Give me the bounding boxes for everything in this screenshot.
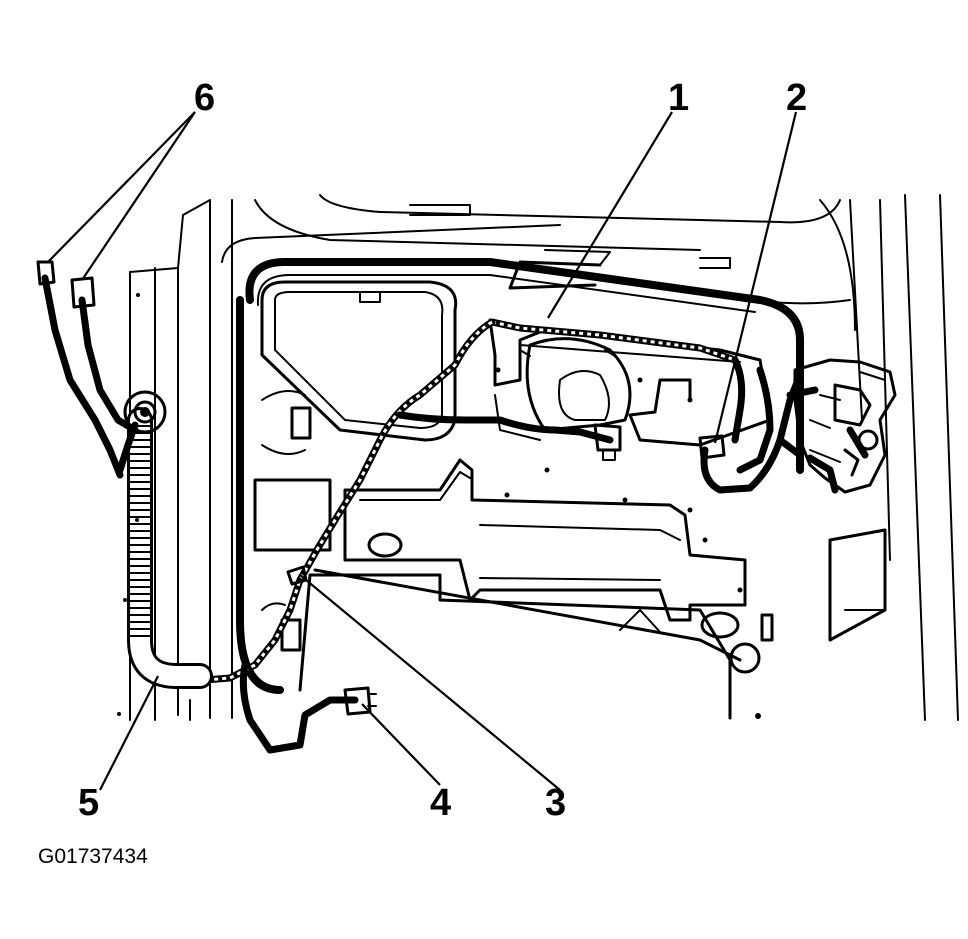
callout-2: 2 bbox=[786, 77, 807, 119]
figure-id: G01737434 bbox=[38, 845, 148, 868]
callout-3: 3 bbox=[545, 782, 566, 824]
upper-door-module bbox=[488, 249, 772, 447]
door-latch-assembly bbox=[793, 358, 897, 494]
harness-pigtail-connectors bbox=[36, 260, 139, 479]
callout-leader-lines bbox=[47, 111, 798, 791]
callout-5: 5 bbox=[78, 782, 99, 824]
inner-door-panel bbox=[236, 258, 804, 720]
callout-6: 6 bbox=[194, 77, 215, 119]
callout-4: 4 bbox=[430, 782, 451, 824]
callout-1: 1 bbox=[668, 77, 689, 119]
harness-conduit-boot bbox=[123, 390, 213, 689]
